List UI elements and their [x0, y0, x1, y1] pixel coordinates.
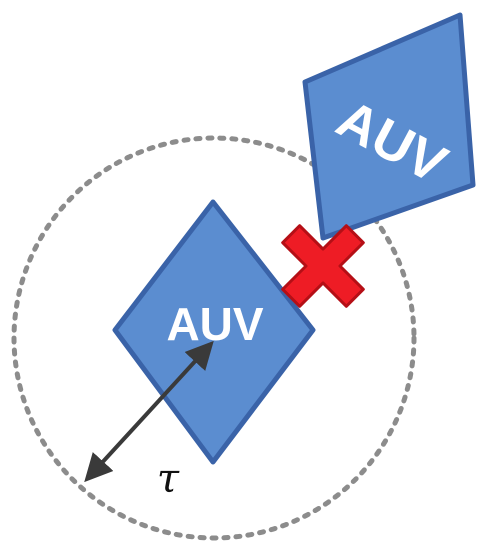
auv-secondary: AUV — [302, 12, 476, 241]
auv-primary-label: AUV — [166, 298, 263, 350]
radius-label: τ — [157, 456, 180, 502]
auv-secondary-body — [302, 12, 476, 241]
safety-radius-circle — [11, 135, 417, 541]
radius-arrow — [84, 340, 214, 483]
collision-cross-icon — [281, 224, 365, 308]
